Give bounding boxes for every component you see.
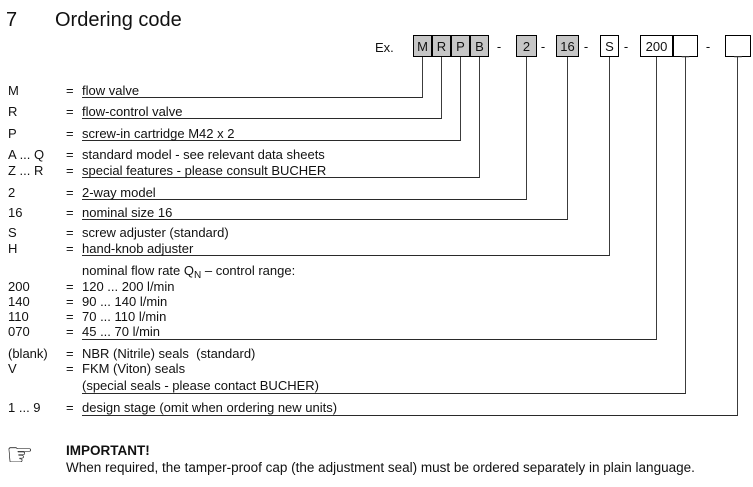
row-code: 1 ... 9 [8, 400, 41, 415]
code-box-label: _ [734, 42, 742, 58]
row-description: 90 ... 140 l/min [82, 294, 168, 309]
example-label: Ex. [375, 40, 394, 55]
row-code: (blank) [8, 346, 48, 361]
separator-dash: - [540, 39, 546, 54]
row-equals: = [66, 324, 74, 339]
row-description: design stage (omit when ordering new uni… [82, 400, 338, 415]
connector-line [82, 57, 527, 200]
row-code: 110 [8, 309, 29, 324]
note-title: IMPORTANT! [66, 443, 150, 458]
code-box-label: B [475, 38, 484, 54]
subscript-n: N [194, 270, 202, 281]
code-box-S: S [600, 35, 619, 57]
row-equals: = [66, 400, 74, 415]
row-code: 140 [8, 294, 30, 309]
row-code: R [8, 104, 18, 119]
row-description: (special seals - please contact BUCHER) [82, 378, 319, 393]
connector-line [82, 57, 480, 178]
code-box-label: 2 [522, 38, 531, 54]
connector-line [82, 57, 423, 98]
code-box-label: 16 [560, 38, 575, 54]
pointing-hand-icon: ☞ [6, 437, 34, 473]
row-equals: = [66, 309, 74, 324]
code-box-blank-9: _ [725, 35, 751, 57]
row-equals: = [66, 361, 74, 376]
row-code: 16 [8, 205, 23, 220]
row-equals: = [66, 225, 74, 240]
row-equals: = [66, 279, 74, 294]
code-box-label: M [417, 38, 428, 54]
row-description: 2-way model [82, 185, 156, 200]
row-description: flow-control valve [82, 104, 183, 119]
separator-dash: - [583, 39, 589, 54]
connector-line [82, 57, 461, 141]
code-box-P: P [451, 35, 470, 57]
row-description: screw-in cartridge M42 x 2 [82, 126, 235, 141]
code-box-label: R [436, 38, 447, 54]
separator-dash: - [623, 39, 629, 54]
row-equals: = [66, 185, 74, 200]
row-description: nominal size 16 [82, 205, 173, 220]
note-text: When required, the tamper-proof cap (the… [66, 460, 695, 475]
row-description: screw adjuster (standard) [82, 225, 229, 240]
separator-dash: - [496, 39, 502, 54]
row-description: hand-knob adjuster [82, 241, 194, 256]
row-equals: = [66, 147, 74, 162]
section-number: 7 [6, 9, 18, 31]
row-code: A ... Q [8, 147, 45, 162]
row-code: H [8, 241, 18, 256]
row-description: FKM (Viton) seals [82, 361, 186, 376]
row-description: 120 ... 200 l/min [82, 279, 175, 294]
row-code: Z ... R [8, 163, 44, 178]
row-code: M [8, 83, 19, 98]
code-box-16: 16 [556, 35, 579, 57]
row-equals: = [66, 126, 74, 141]
code-box-200: 200 [640, 35, 673, 57]
row-description: standard model - see relevant data sheet… [82, 147, 325, 162]
row-equals: = [66, 294, 74, 309]
row-description-text: – control range: [201, 263, 296, 278]
row-code: 2 [8, 185, 16, 200]
row-description: NBR (Nitrile) seals (standard) [82, 346, 256, 361]
connector-line [82, 57, 686, 394]
connector-line [82, 57, 568, 220]
row-equals: = [66, 346, 74, 361]
row-code: P [8, 126, 17, 141]
page-title: Ordering code [55, 9, 182, 31]
code-box-label: P [456, 38, 465, 54]
row-equals: = [66, 241, 74, 256]
code-box-R: R [432, 35, 451, 57]
code-box-2: 2 [516, 35, 537, 57]
row-description: 70 ... 110 l/min [82, 309, 167, 324]
connector-line [82, 57, 657, 340]
connector-line [82, 57, 442, 119]
row-description-text: nominal flow rate Q [82, 263, 194, 278]
code-box-label: 200 [645, 38, 668, 54]
code-box-blank-8: _ [673, 35, 698, 57]
code-box-label: _ [681, 42, 690, 58]
code-box-M: M [413, 35, 432, 57]
row-code: 200 [8, 279, 30, 294]
connector-line [82, 57, 738, 416]
separator-dash: - [705, 39, 711, 54]
row-description: 45 ... 70 l/min [82, 324, 161, 339]
row-description: nominal flow rate QN – control range: [82, 263, 296, 281]
row-code: S [8, 225, 17, 240]
row-description: special features - please consult BUCHER [82, 163, 327, 178]
code-box-B: B [470, 35, 489, 57]
row-code: 070 [8, 324, 30, 339]
row-code: V [8, 361, 17, 376]
row-equals: = [66, 205, 74, 220]
connector-line [82, 57, 610, 256]
row-equals: = [66, 83, 74, 98]
row-equals: = [66, 104, 74, 119]
row-description: flow valve [82, 83, 140, 98]
code-box-label: S [605, 38, 614, 54]
row-equals: = [66, 163, 74, 178]
